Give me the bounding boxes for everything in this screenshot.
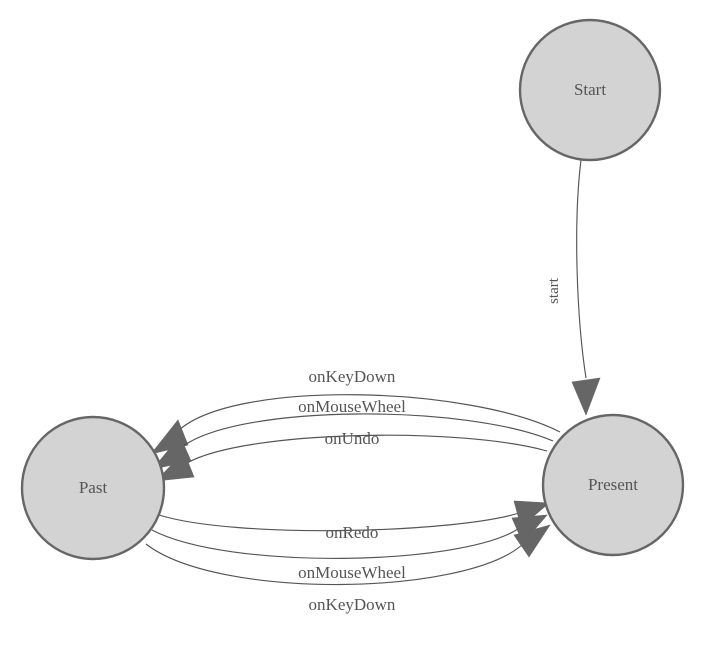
edge-undo-arrowhead [155, 451, 195, 482]
edge-start-arrowhead [571, 377, 601, 416]
edge-redo-label: onRedo [326, 523, 379, 542]
node-start-circle [518, 18, 662, 162]
edge-wheel-dn-path [151, 528, 519, 559]
edge-keydown-dn-path [145, 543, 524, 586]
edge-keydown-up-path [177, 394, 561, 433]
edge-start-path [576, 159, 587, 379]
edge-wheel-up-label: onMouseWheel [298, 397, 406, 416]
edge-redo-path [158, 512, 520, 532]
edge-keydown-dn[interactable]: onKeyDown [145, 524, 551, 614]
edge-undo-label: onUndo [325, 429, 380, 448]
edge-keydown-dn-label: onKeyDown [309, 595, 396, 614]
edge-keydown-up-label: onKeyDown [309, 367, 396, 386]
edge-start[interactable]: start [546, 159, 601, 416]
edge-undo[interactable]: onUndo [155, 429, 548, 482]
node-group: Start Past Present [20, 18, 685, 561]
node-start-label: Start [574, 80, 606, 99]
edge-keydown-dn-arrowhead [513, 524, 551, 558]
node-present[interactable]: Present [541, 413, 685, 557]
edge-wheel-up[interactable]: onMouseWheel [152, 397, 554, 470]
edge-start-label: start [546, 277, 562, 304]
node-present-circle [541, 413, 685, 557]
edge-wheel-dn-label: onMouseWheel [298, 563, 406, 582]
node-past[interactable]: Past [20, 415, 166, 561]
edge-undo-path [186, 434, 548, 464]
node-present-label: Present [588, 475, 638, 494]
edge-redo[interactable]: onRedo [158, 500, 550, 542]
edge-group: start onKeyDown onMouseWheel onUndo [145, 159, 601, 614]
node-past-circle [20, 415, 166, 561]
node-start[interactable]: Start [518, 18, 662, 162]
node-past-label: Past [79, 478, 108, 497]
edge-wheel-up-path [181, 413, 554, 448]
